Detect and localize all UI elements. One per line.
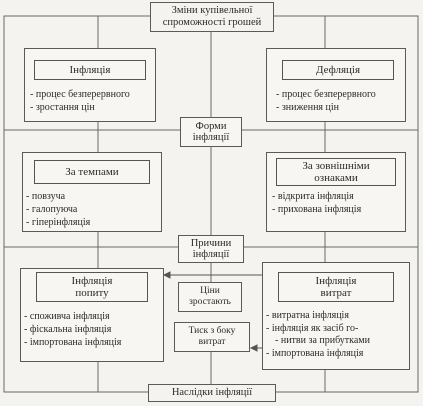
by-rate-item: галопуюча [26, 203, 90, 216]
consequences-label: Наслідки інфляції [171, 387, 253, 398]
costs-items: витратна інфляція інфляція як засіб го- … [266, 310, 370, 360]
demand-heading-line-2: попиту [75, 287, 109, 299]
costs-heading: Інфляція витрат [278, 272, 394, 302]
inflation-description-line: зростання цін [30, 101, 130, 114]
deflation-description-line: процес безперервного [276, 88, 376, 101]
prices-rise-line-1: Ціни [200, 286, 220, 296]
by-rate-item: гіперінфляція [26, 216, 90, 229]
prices-rise-box: Ціни зростають [178, 282, 242, 312]
causes-title-line-2: інфляції [192, 249, 230, 260]
by-rate-items: повзуча галопуюча гіперінфляція [26, 190, 90, 229]
causes-title-box: Причини інфляції [178, 235, 244, 263]
cost-pressure-line-1: Тиск з боку [188, 326, 236, 336]
demand-heading-line-1: Інфляція [71, 275, 113, 287]
costs-item-continued: нитви за прибутками [266, 335, 370, 348]
by-signs-heading-line-2: ознаками [314, 172, 358, 184]
inflation-description: процес безперервного зростання цін [30, 88, 130, 114]
cost-pressure-line-2: витрат [198, 337, 226, 347]
consequences-box: Наслідки інфляції [148, 384, 276, 402]
demand-items: споживча інфляція фіскальна інфляція імп… [24, 310, 122, 349]
deflation-description: процес безперервного зниження цін [276, 88, 376, 114]
costs-item: інфляція як засіб го- [266, 323, 370, 336]
by-signs-heading: За зовнішніми ознаками [276, 158, 396, 186]
by-rate-item: повзуча [26, 190, 90, 203]
demand-heading: Інфляція попиту [36, 272, 148, 302]
top-title-line-2: спроможності грошей [162, 17, 262, 28]
top-title-line-1: Зміни купівельної [171, 5, 253, 16]
demand-item: споживча інфляція [24, 310, 121, 323]
forms-title-box: Форми інфляції [180, 117, 242, 147]
top-title-box: Зміни купівельної спроможності грошей [150, 2, 274, 32]
causes-title-line-1: Причини [190, 238, 232, 249]
costs-item: витратна інфляція [266, 310, 370, 323]
deflation-heading: Дефляція [282, 60, 394, 80]
costs-item: імпортована інфляція [266, 348, 370, 361]
inflation-description-line: процес безперервного [30, 88, 130, 101]
inflation-heading: Інфляція [34, 60, 146, 80]
by-signs-items: відкрита інфляція прихована інфляція [272, 190, 361, 216]
demand-item: імпортована інфляція [24, 336, 122, 349]
costs-heading-line-1: Інфляція [315, 275, 357, 287]
by-rate-heading: За темпами [34, 160, 150, 184]
cost-pressure-box: Тиск з боку витрат [174, 322, 250, 352]
forms-title-line-1: Форми [195, 121, 227, 132]
costs-heading-line-2: витрат [320, 287, 352, 299]
by-signs-heading-line-1: За зовнішніми [302, 160, 370, 172]
forms-title-line-2: інфляції [192, 132, 230, 143]
by-signs-item: відкрита інфляція [272, 190, 361, 203]
by-signs-item: прихована інфляція [272, 203, 361, 216]
demand-item: фіскальна інфляція [24, 323, 121, 336]
deflation-description-line: зниження цін [276, 101, 376, 114]
prices-rise-line-2: зростають [189, 297, 231, 307]
